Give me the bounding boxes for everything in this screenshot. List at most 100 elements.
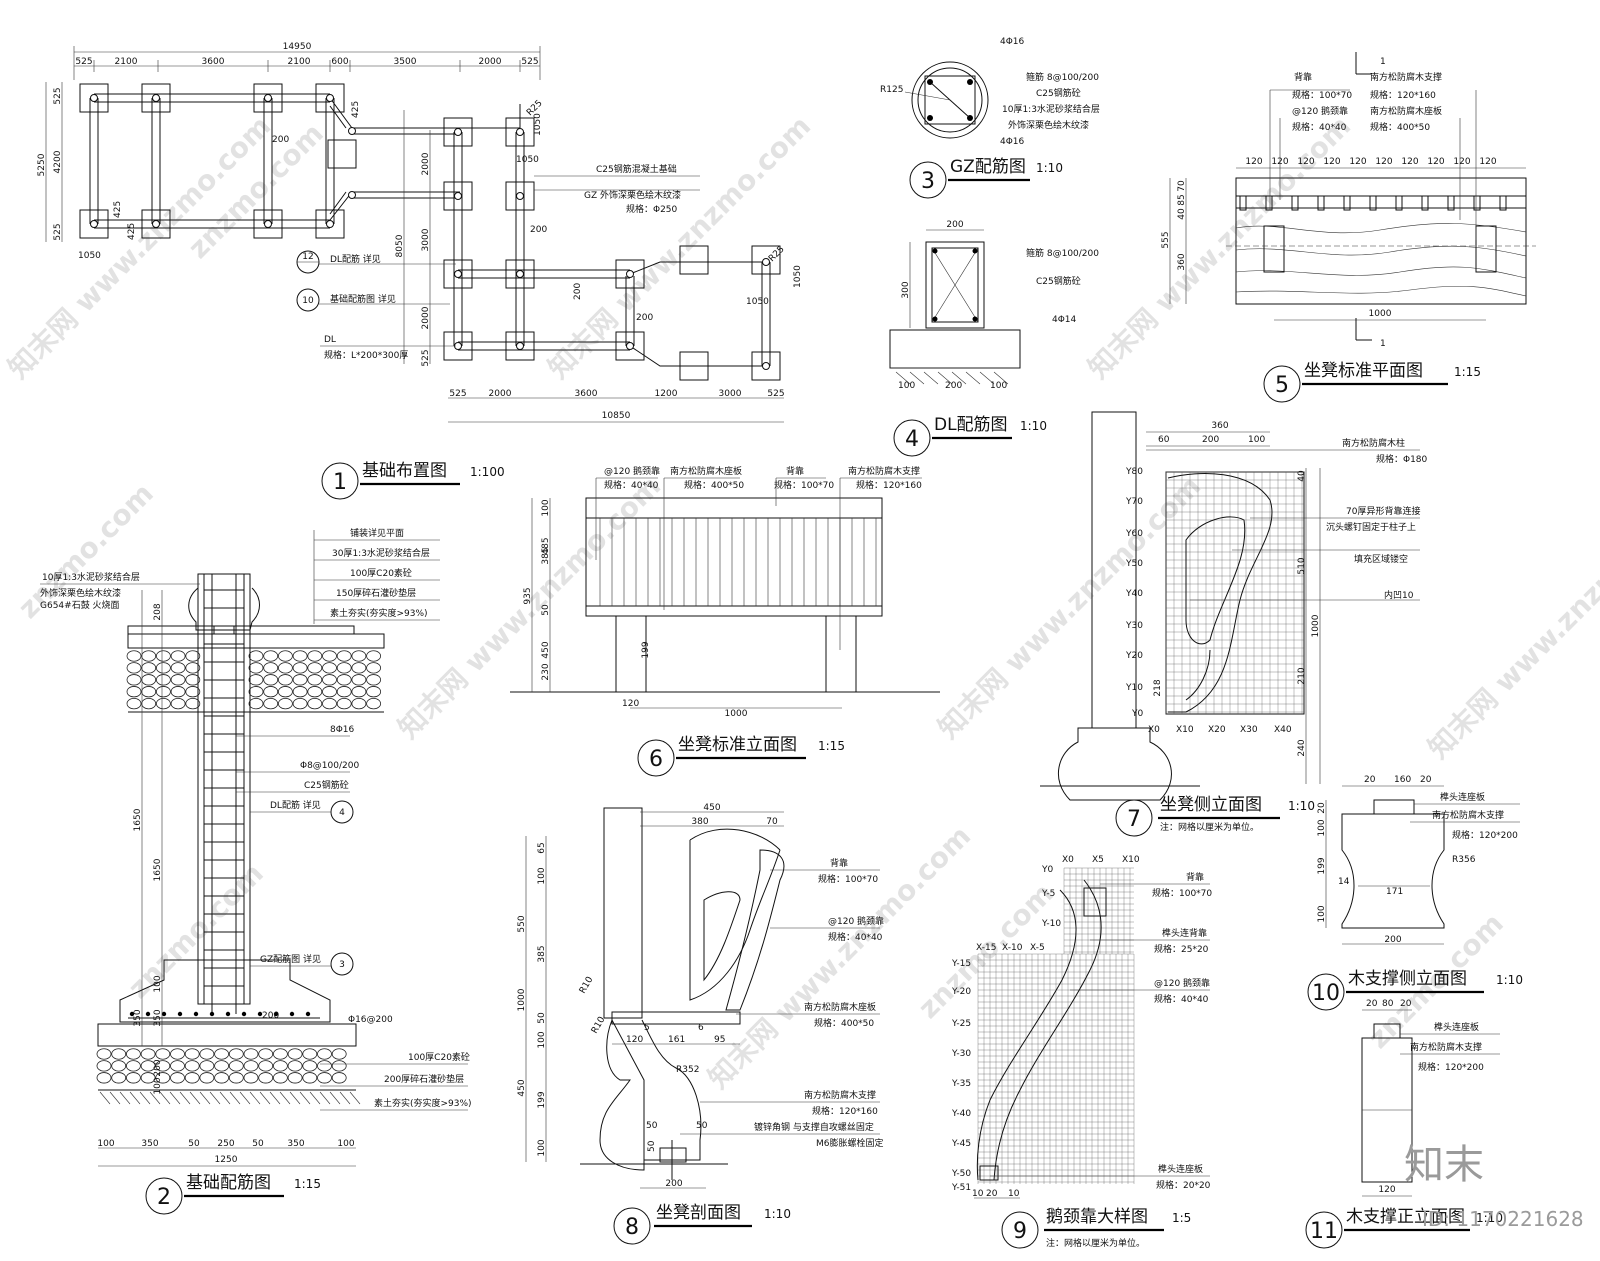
gravel: [336, 650, 352, 662]
callout-text: 规格：L*200*300厚: [324, 349, 408, 361]
drawing-scale: 1:15: [294, 1177, 321, 1191]
hatch: [239, 1091, 251, 1105]
gravel: [351, 650, 367, 662]
dim-label: 120: [1378, 1185, 1395, 1195]
drawing-8-bench-section: 65 100 385 550 1000 50 100 450 199 100 4…: [517, 803, 884, 1245]
dim-label: 40: [1177, 208, 1187, 220]
dim-label: 199: [1317, 857, 1327, 874]
dim-label: 5: [644, 1023, 650, 1033]
dim-label: 3600: [575, 389, 598, 399]
hatch: [329, 1091, 341, 1105]
dim-label: 1000: [1311, 614, 1321, 637]
gravel: [317, 1060, 332, 1072]
callout-text: @120 鹅颈靠: [604, 465, 660, 477]
gravel: [199, 1060, 215, 1072]
callout-text: 背靠: [1294, 71, 1312, 83]
gravel: [263, 686, 279, 698]
rebar-dot: [273, 1011, 279, 1017]
callout-text: 榫头连座板: [1158, 1163, 1203, 1175]
drawing-number: 9: [1013, 1219, 1027, 1244]
callout-text: 规格：120*160: [812, 1105, 878, 1117]
dim-label: R10: [578, 975, 596, 996]
gravel: [331, 1048, 347, 1060]
callout-text: G654#石鼓 火烧面: [40, 599, 120, 611]
hatch: [269, 1091, 281, 1105]
gravel: [170, 1048, 185, 1060]
gravel: [292, 686, 308, 698]
y-label: Y10: [1125, 683, 1143, 693]
gravel: [243, 1060, 259, 1072]
dim-label: 5250: [37, 153, 47, 176]
callout-text: 100厚C20素砼: [408, 1051, 470, 1063]
dim-label: 8050: [395, 234, 405, 257]
dim-label: 160: [1394, 775, 1411, 785]
callout-text: 规格：400*50: [1370, 121, 1430, 133]
drawing-7-bench-side: Y80 Y70 Y60 Y50 Y40 Y30 Y20 Y10 Y0 X0 X1…: [1040, 411, 1428, 837]
dim-label: 3500: [394, 57, 417, 67]
dim-label: 510: [1297, 557, 1307, 574]
dim-label: 1050: [533, 113, 543, 136]
x-label: X10: [1176, 725, 1194, 735]
dim-label: 525: [53, 223, 63, 240]
dim-label: 120: [1375, 157, 1392, 167]
brand-watermark: 知末: [1404, 1142, 1484, 1188]
y-label: Y70: [1125, 497, 1143, 507]
gravel: [170, 662, 186, 674]
gravel: [141, 686, 157, 698]
dim-label: 200: [1202, 435, 1219, 445]
callout-text: 素土夯实(夯实度>93%): [374, 1097, 472, 1109]
gravel: [277, 674, 293, 686]
hatch: [109, 1091, 121, 1105]
dim-label: 100: [541, 499, 551, 516]
gravel: [141, 650, 157, 662]
drawing-title: 基础配筋图: [186, 1173, 271, 1193]
callout-text: 南方松防腐木支撑: [804, 1089, 876, 1101]
gravel: [141, 662, 157, 674]
grid-label: Y-45: [951, 1139, 971, 1149]
dim-label: 200: [636, 313, 653, 323]
rebar-label: Φ16@200: [348, 1015, 393, 1025]
hatch: [169, 1091, 181, 1105]
gravel: [170, 650, 186, 662]
gravel: [307, 650, 323, 662]
gravel: [336, 674, 352, 686]
gravel: [228, 1048, 244, 1060]
drawing-number: 4: [905, 427, 919, 452]
id-watermark: ID: 1170221628: [1422, 1207, 1584, 1231]
drawing-2-foundation-rebar: 铺装详见平面 30厚1:3水泥砂浆结合层 100厚C20素砼 150厚碎石灌砂垫…: [40, 527, 472, 1215]
drawing-number: 2: [157, 1185, 171, 1210]
gravel: [228, 1060, 244, 1072]
dim-label: 40: [1297, 470, 1307, 482]
drawing-title: 坐凳剖面图: [656, 1203, 741, 1223]
drawing-number: 3: [921, 169, 935, 194]
gravel: [155, 662, 171, 674]
gravel: [155, 697, 171, 710]
grid-label: Y-20: [951, 987, 971, 997]
gravel: [292, 662, 308, 674]
gravel: [307, 662, 323, 674]
dim-label: 525: [53, 87, 63, 104]
callout-text: 规格：400*50: [814, 1017, 874, 1029]
gravel: [248, 686, 264, 698]
grid-label: X5: [1092, 855, 1104, 865]
drawing-title: 坐凳侧立面图: [1160, 795, 1262, 815]
watermark-text: 知末网 www.znzmo.com: [1422, 489, 1600, 765]
callout-text: 基础配筋图 详见: [330, 293, 396, 305]
dim-label: 2100: [288, 57, 311, 67]
gravel: [287, 1048, 303, 1060]
gravel: [322, 662, 337, 674]
gravel: [322, 674, 337, 686]
dim-label: 85: [1177, 194, 1187, 205]
gravel: [126, 662, 142, 674]
dim-label: 525: [75, 57, 92, 67]
dim-label: 525: [521, 57, 538, 67]
gravel: [351, 674, 367, 686]
gravel: [170, 1060, 185, 1072]
gravel: [366, 674, 382, 686]
callout-text: 规格：120*160: [856, 479, 922, 491]
callout-text: 南方松防腐木座板: [1370, 105, 1442, 117]
gravel: [322, 697, 337, 710]
hatch: [319, 1091, 331, 1105]
dim-label: 20: [1366, 999, 1378, 1009]
